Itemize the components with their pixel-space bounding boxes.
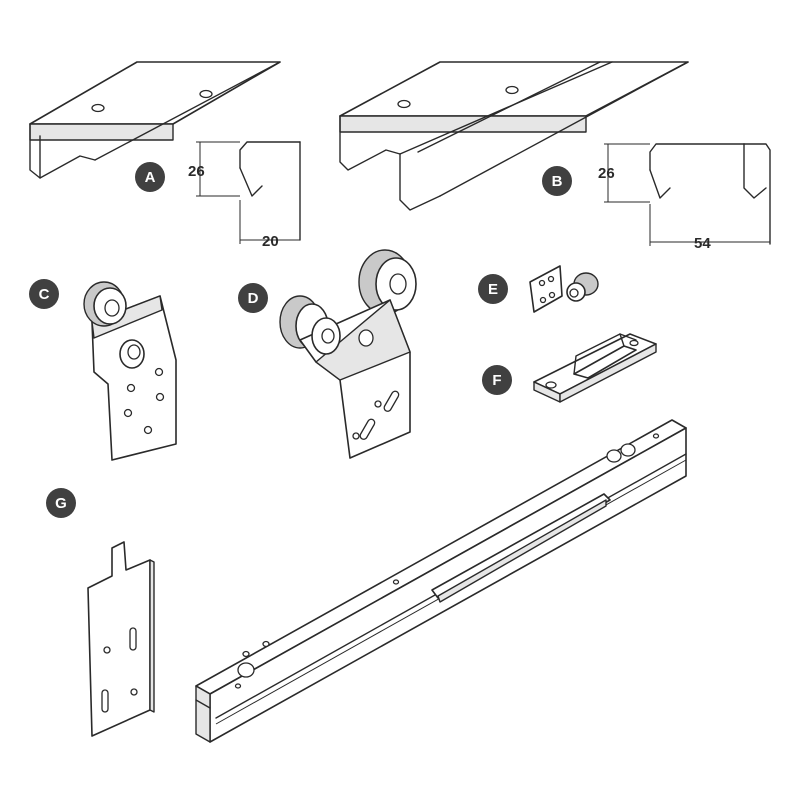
part-a-profile: 26 20 xyxy=(188,141,301,250)
label-g: G xyxy=(55,495,67,512)
part-e-guide-bracket xyxy=(529,265,599,313)
part-d-twin-roller-carriage xyxy=(279,249,417,459)
part-g-mounting-plate xyxy=(87,541,155,737)
part-a-single-track xyxy=(29,61,281,179)
label-c: C xyxy=(39,286,50,303)
label-d: D xyxy=(248,290,259,307)
label-a: A xyxy=(145,169,156,186)
label-f: F xyxy=(492,372,501,389)
part-b-profile: 26 54 xyxy=(598,143,771,252)
badge-e: E xyxy=(478,274,508,304)
badge-g: G xyxy=(46,488,76,518)
label-b: B xyxy=(552,173,563,190)
dimension-a-height: 26 xyxy=(188,163,205,180)
dimension-b-height: 26 xyxy=(598,165,615,182)
badge-b: B xyxy=(542,166,572,196)
dimension-a-width: 20 xyxy=(262,233,279,250)
door-channel-rail xyxy=(195,419,687,743)
label-e: E xyxy=(488,281,498,298)
badge-d: D xyxy=(238,283,268,313)
dimension-b-width: 54 xyxy=(694,235,711,252)
part-f-floor-guide xyxy=(533,333,657,403)
badge-a: A xyxy=(135,162,165,192)
part-b-double-track xyxy=(339,61,689,211)
badge-c: C xyxy=(29,279,59,309)
badge-f: F xyxy=(482,365,512,395)
part-c-roller-carriage xyxy=(83,281,177,461)
